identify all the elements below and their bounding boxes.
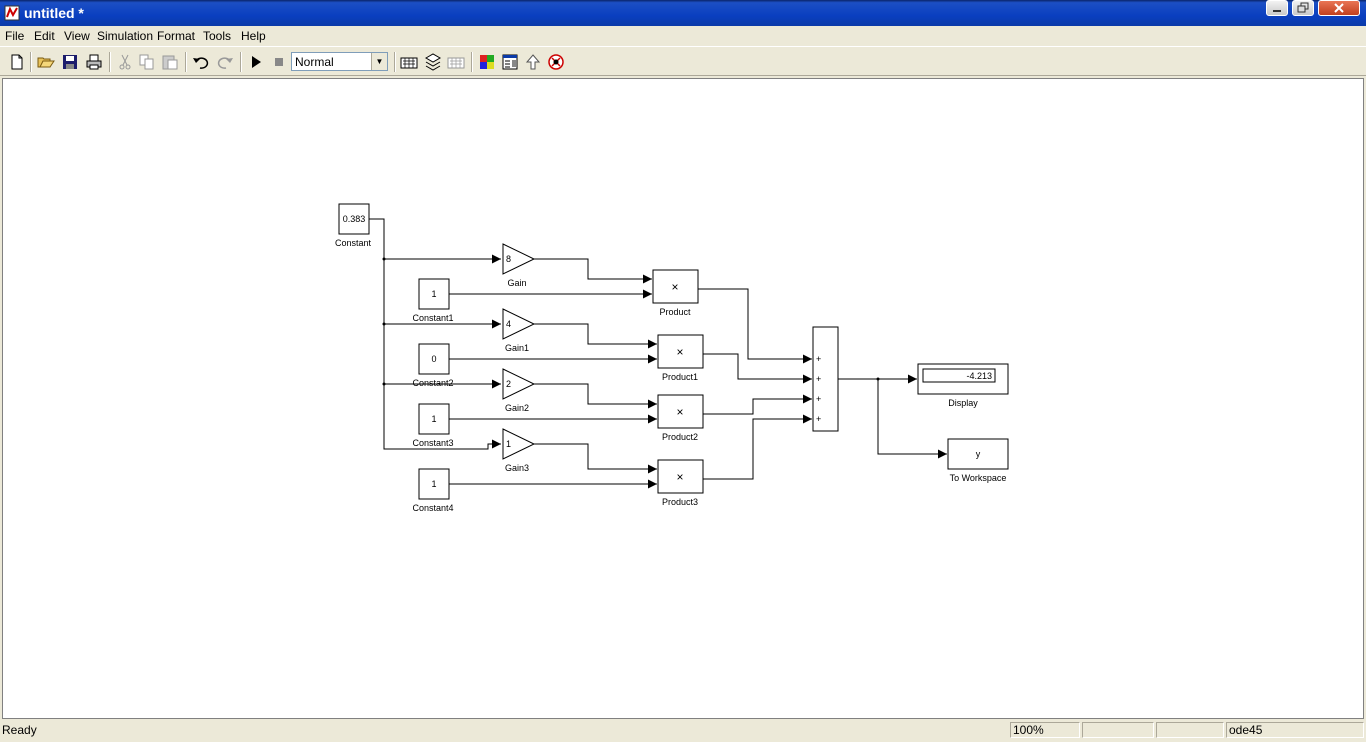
restore-icon bbox=[1297, 2, 1309, 13]
menu-file[interactable]: File bbox=[5, 29, 25, 43]
library-browser-icon[interactable] bbox=[478, 53, 496, 71]
status-bar: Ready 100% ode45 bbox=[0, 720, 1366, 742]
display-label: Display bbox=[948, 398, 978, 408]
display-value: -4.213 bbox=[966, 371, 992, 381]
menu-simulation[interactable]: Simulation bbox=[97, 29, 154, 43]
menu-view[interactable]: View bbox=[64, 29, 90, 43]
menu-help[interactable]: Help bbox=[241, 29, 266, 43]
simulink-app-icon[interactable] bbox=[4, 5, 20, 21]
start-simulation-icon[interactable] bbox=[247, 53, 265, 71]
constant2-value: 0 bbox=[431, 354, 436, 364]
sum-sign-4: + bbox=[816, 414, 821, 424]
gain-value: 8 bbox=[506, 254, 511, 264]
simulation-mode-value: Normal bbox=[295, 55, 334, 69]
constant2-block[interactable]: 0 Constant2 bbox=[412, 343, 454, 388]
cut-icon[interactable] bbox=[116, 53, 134, 71]
stop-simulation-icon[interactable] bbox=[270, 53, 288, 71]
menu-format[interactable]: Format bbox=[157, 29, 196, 43]
product2-label: Product2 bbox=[662, 432, 698, 442]
constant2-label: Constant2 bbox=[412, 378, 453, 388]
gain1-block[interactable]: 4 Gain1 bbox=[502, 308, 536, 353]
constant4-block[interactable]: 1 Constant4 bbox=[412, 468, 454, 513]
product3-label: Product3 bbox=[662, 497, 698, 507]
copy-icon[interactable] bbox=[138, 53, 156, 71]
constant1-value: 1 bbox=[431, 289, 436, 299]
gain1-label: Gain1 bbox=[505, 343, 529, 353]
undo-icon[interactable] bbox=[192, 53, 210, 71]
model-canvas[interactable]: 0.383 Constant 1 Constant1 0 Constant2 1… bbox=[2, 78, 1364, 719]
update-diagram-icon[interactable] bbox=[424, 53, 442, 71]
paste-icon[interactable] bbox=[161, 53, 179, 71]
zoom-level: 100% bbox=[1010, 722, 1080, 738]
toolbar: Normal ▼ bbox=[0, 46, 1366, 76]
display-block[interactable]: -4.213 Display bbox=[917, 363, 1009, 408]
product2-block[interactable]: × Product2 bbox=[657, 394, 704, 442]
product-symbol: × bbox=[671, 280, 678, 294]
minimize-icon bbox=[1273, 10, 1281, 12]
to-workspace-block[interactable]: y To Workspace bbox=[947, 438, 1009, 483]
constant3-label: Constant3 bbox=[412, 438, 453, 448]
gain2-value: 2 bbox=[506, 379, 511, 389]
minimize-button[interactable] bbox=[1266, 0, 1288, 16]
constant-block[interactable]: 0.383 Constant bbox=[335, 203, 372, 248]
gain1-value: 4 bbox=[506, 319, 511, 329]
sum-sign-3: + bbox=[816, 394, 821, 404]
product1-block[interactable]: × Product1 bbox=[657, 334, 704, 382]
gain3-label: Gain3 bbox=[505, 463, 529, 473]
constant3-block[interactable]: 1 Constant3 bbox=[412, 403, 454, 448]
product-label: Product bbox=[659, 307, 691, 317]
branch-points bbox=[382, 257, 880, 386]
constant-label: Constant bbox=[335, 238, 372, 248]
open-icon[interactable] bbox=[37, 53, 55, 71]
gain-block[interactable]: 8 Gain bbox=[502, 243, 536, 288]
constant-value: 0.383 bbox=[343, 214, 366, 224]
block-diagram: 0.383 Constant 1 Constant1 0 Constant2 1… bbox=[335, 203, 1009, 513]
save-icon[interactable] bbox=[61, 53, 79, 71]
product1-label: Product1 bbox=[662, 372, 698, 382]
sum-sign-1: + bbox=[816, 354, 821, 364]
product-block[interactable]: × Product bbox=[652, 269, 699, 317]
to-workspace-label: To Workspace bbox=[950, 473, 1007, 483]
gain3-value: 1 bbox=[506, 439, 511, 449]
new-icon[interactable] bbox=[8, 53, 26, 71]
menu-edit[interactable]: Edit bbox=[34, 29, 55, 43]
status-cell-empty-1 bbox=[1082, 722, 1154, 738]
window-title: untitled * bbox=[24, 5, 84, 21]
gain3-block[interactable]: 1 Gain3 bbox=[502, 428, 536, 473]
signal-lines bbox=[369, 218, 947, 489]
product3-block[interactable]: × Product3 bbox=[657, 459, 704, 507]
constant3-value: 1 bbox=[431, 414, 436, 424]
sum-sign-2: + bbox=[816, 374, 821, 384]
status-cell-empty-2 bbox=[1156, 722, 1224, 738]
chevron-down-icon[interactable]: ▼ bbox=[371, 53, 387, 70]
product3-symbol: × bbox=[676, 470, 683, 484]
constant1-block[interactable]: 1 Constant1 bbox=[412, 278, 454, 323]
close-icon bbox=[1334, 3, 1344, 13]
build-subsystem-icon[interactable] bbox=[447, 53, 465, 71]
model-explorer-icon[interactable] bbox=[501, 53, 519, 71]
constant4-value: 1 bbox=[431, 479, 436, 489]
close-button[interactable] bbox=[1318, 0, 1360, 16]
product2-symbol: × bbox=[676, 405, 683, 419]
redo-icon[interactable] bbox=[216, 53, 234, 71]
sum-block[interactable]: + + + + bbox=[812, 326, 839, 432]
print-icon[interactable] bbox=[85, 53, 103, 71]
gain-label: Gain bbox=[507, 278, 526, 288]
constant4-label: Constant4 bbox=[412, 503, 453, 513]
debug-icon[interactable] bbox=[547, 53, 565, 71]
build-icon[interactable] bbox=[400, 53, 418, 71]
gain2-label: Gain2 bbox=[505, 403, 529, 413]
solver-name: ode45 bbox=[1226, 722, 1364, 738]
menu-tools[interactable]: Tools bbox=[203, 29, 232, 43]
menu-bar: File Edit View Simulation Format Tools H… bbox=[0, 26, 1366, 46]
restore-button[interactable] bbox=[1292, 0, 1314, 16]
title-bar: untitled * bbox=[0, 0, 1366, 26]
constant1-label: Constant1 bbox=[412, 313, 453, 323]
go-to-parent-icon[interactable] bbox=[524, 53, 542, 71]
product1-symbol: × bbox=[676, 345, 683, 359]
gain2-block[interactable]: 2 Gain2 bbox=[502, 368, 536, 413]
status-text: Ready bbox=[2, 723, 37, 737]
simulation-mode-select[interactable]: Normal ▼ bbox=[291, 52, 388, 71]
to-workspace-variable: y bbox=[976, 449, 981, 459]
